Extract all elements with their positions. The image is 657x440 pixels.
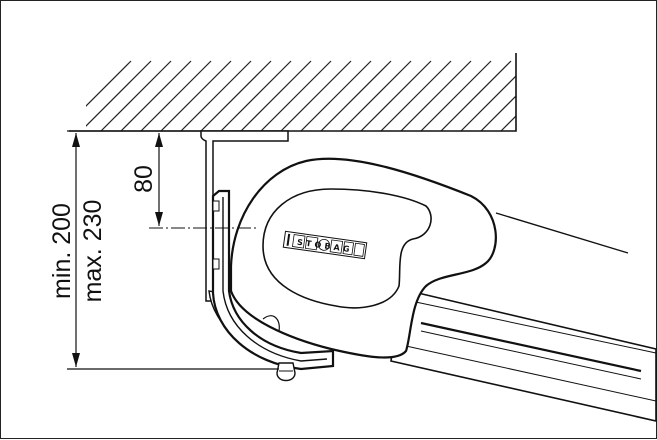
dimension-max-label: max. 230 (79, 200, 107, 303)
ceiling (69, 53, 517, 132)
curved-rail (208, 189, 335, 382)
top-line (495, 212, 629, 254)
dimension-total-height (67, 130, 279, 370)
awning-arm (390, 288, 657, 423)
dimension-offset (155, 133, 163, 226)
dimension-offset-label: 80 (130, 165, 158, 193)
wall-bracket (200, 130, 289, 302)
dimension-min-label: min. 200 (48, 203, 76, 299)
stobag-logo: STOBAG (282, 230, 368, 260)
